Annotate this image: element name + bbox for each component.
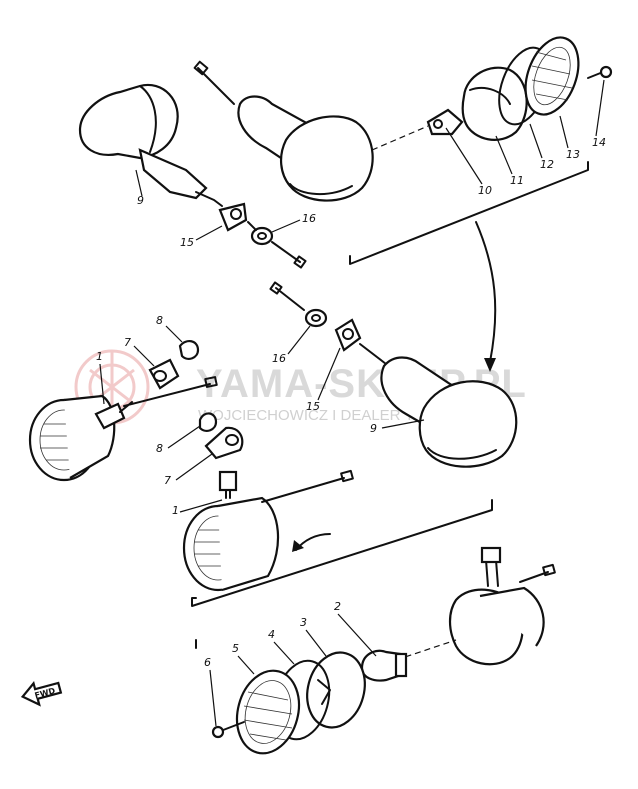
callout-7-upper: 7 — [124, 336, 131, 349]
callout-1-middle: 1 — [96, 350, 103, 363]
callout-15-upper: 15 — [180, 236, 194, 249]
fwd-arrow-icon: FWD — [20, 681, 63, 707]
callout-11: 11 — [510, 174, 524, 187]
reflector-3 — [306, 651, 366, 729]
callout-15-middle: 15 — [306, 400, 320, 413]
callout-2: 2 — [334, 600, 341, 613]
cap-8-upper — [178, 340, 200, 360]
callout-14: 14 — [592, 136, 606, 149]
lower-assembly: FWD — [20, 546, 556, 755]
callout-8-lower: 8 — [156, 442, 163, 455]
lower-bracket-top — [191, 499, 493, 607]
nut-16-middle — [304, 308, 328, 328]
callout-8-upper: 8 — [156, 314, 163, 327]
socket-7-lower — [204, 426, 244, 460]
callout-7-lower: 7 — [164, 474, 171, 487]
cap-8-lower — [198, 412, 218, 432]
screw-14 — [587, 65, 613, 79]
lens-13 — [524, 36, 580, 116]
callout-9-middle: 9 — [370, 422, 377, 435]
flasher-housing-9-right-top — [193, 60, 374, 202]
callout-12: 12 — [540, 158, 554, 171]
callout-10: 10 — [478, 184, 492, 197]
watermark-subtitle: WOJCIECHOWICZ I DEALER YAMAHA — [198, 407, 467, 424]
socket-10 — [426, 108, 464, 136]
callout-6: 6 — [204, 656, 211, 669]
front-flasher-center-1 — [182, 469, 354, 592]
callout-16-middle: 16 — [272, 352, 286, 365]
callout-4: 4 — [268, 628, 275, 641]
arrow-upper-to-middle — [475, 221, 497, 363]
callout-5: 5 — [232, 642, 239, 655]
flasher-housing-9-right-mid — [380, 356, 518, 468]
bulb-2 — [360, 649, 408, 682]
grommet-15-upper — [218, 202, 248, 232]
upper-bracket — [349, 161, 589, 265]
housing-cup-11 — [461, 66, 528, 141]
callouts: 9 15 16 10 11 12 13 14 1 7 8 16 15 9 8 7… — [96, 79, 606, 727]
flasher-housing-9-left — [78, 83, 223, 207]
upper-assembly — [78, 36, 613, 372]
callout-3: 3 — [300, 616, 307, 629]
screw-6 — [211, 721, 245, 739]
callout-1-lower: 1 — [172, 504, 179, 517]
stud-middle — [275, 287, 305, 311]
callout-9-upper: 9 — [137, 194, 144, 207]
stud-middle-2 — [359, 343, 387, 365]
leader-upper — [371, 125, 429, 151]
rear-housing — [448, 546, 556, 666]
callout-13: 13 — [566, 148, 580, 161]
callout-16-upper: 16 — [302, 212, 316, 225]
nut-16-upper — [250, 226, 274, 246]
front-flasher-left — [28, 376, 218, 482]
middle-assembly — [28, 281, 518, 607]
socket-7-upper — [148, 358, 180, 390]
lens-5 — [235, 669, 301, 755]
stud-upper — [247, 221, 301, 263]
grommet-15-middle — [334, 318, 362, 352]
